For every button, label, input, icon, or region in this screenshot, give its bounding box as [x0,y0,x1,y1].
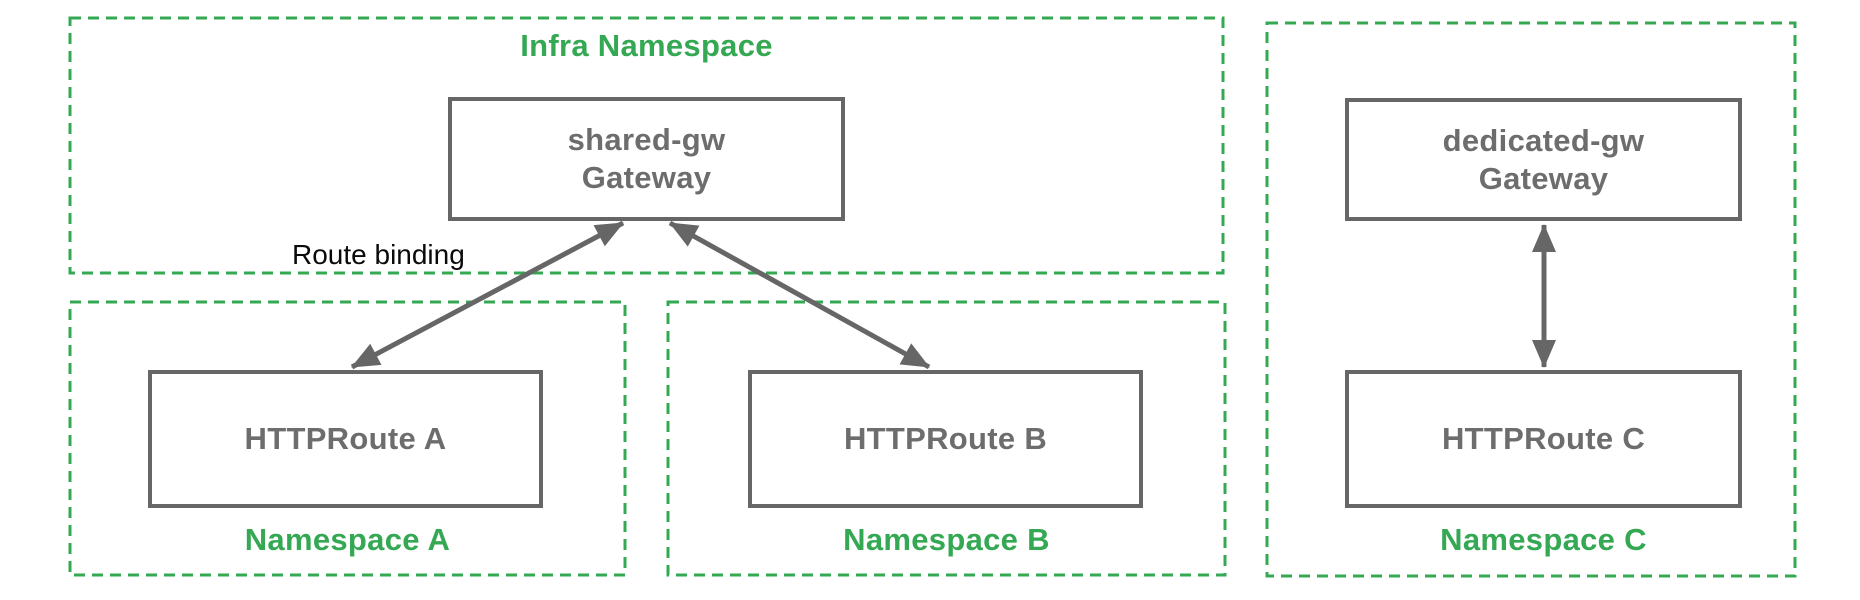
namespace-c-label: Namespace C [1440,522,1647,557]
shared-gw-gateway-node: shared-gw Gateway [448,97,845,221]
infra-namespace-boundary [68,16,1225,275]
infra-namespace-label: Infra Namespace [520,28,773,63]
httproute-b-label: HTTPRoute B [843,421,1048,456]
httproute-c-label: HTTPRoute C [1441,421,1646,456]
route-b-to-shared-gw-arrow [668,220,931,370]
namespace-b-boundary [666,300,1227,577]
route-binding-annotation: Route binding [292,239,465,270]
namespace-a-label: Namespace A [244,522,451,557]
namespace-a-boundary [68,300,627,577]
dedicated-gw-name: dedicated-gw [1442,122,1645,158]
shared-gw-name: shared-gw [567,122,726,157]
httproute-a-node: HTTPRoute A [148,370,543,508]
httproute-a-label: HTTPRoute A [244,421,447,456]
shared-gw-type: Gateway [581,160,712,195]
httproute-c-node: HTTPRoute C [1345,370,1742,508]
dedicated-gw-type: Gateway [1478,160,1609,196]
namespace-b-label: Namespace B [843,522,1050,557]
dedicated-gw-gateway-node: dedicated-gw Gateway [1345,98,1742,221]
route-a-to-shared-gw-arrow [350,220,625,370]
httproute-b-node: HTTPRoute B [748,370,1143,508]
